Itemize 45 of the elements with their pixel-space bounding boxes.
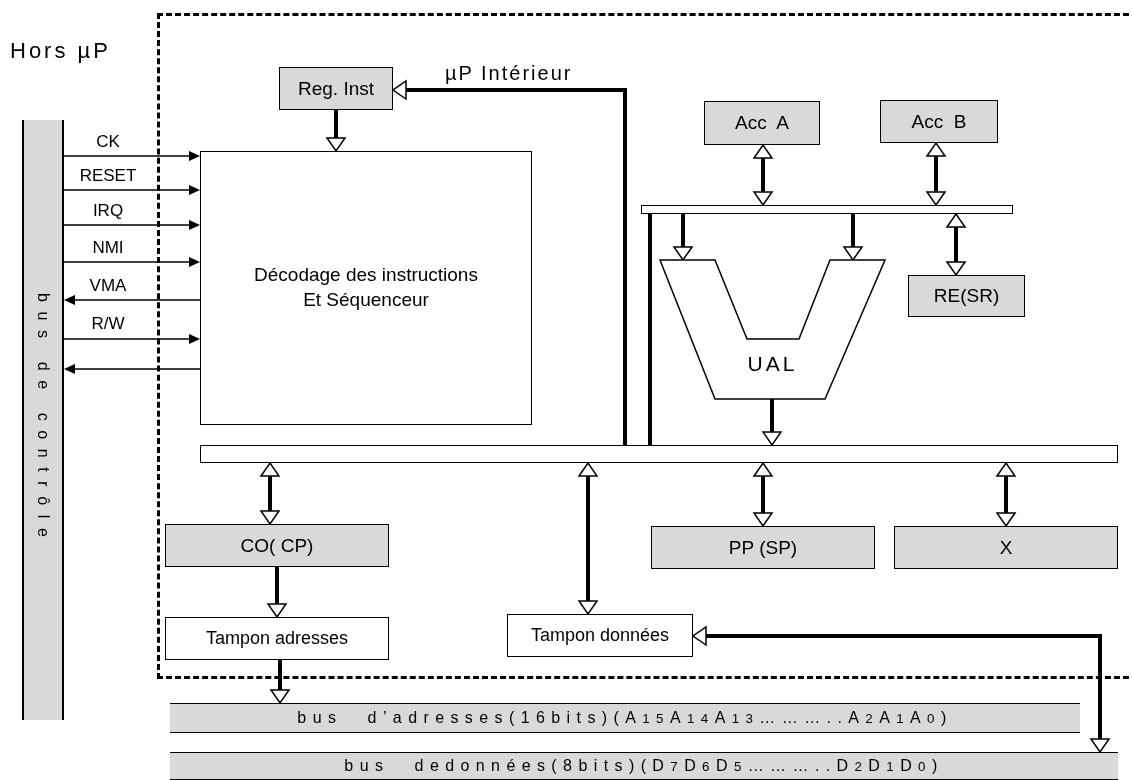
signal-arrow [63,257,200,267]
block-arrow [578,462,598,615]
signal-arrow [64,295,201,305]
block-arrow [326,110,346,152]
block-arrow [996,462,1016,527]
block-arrow [270,660,290,704]
internal-bus-bar [200,445,1118,463]
internal-bus-bar [641,205,1013,214]
register-box: X [894,526,1118,569]
signal-label: RESET [79,166,137,186]
block-arrow [392,80,627,445]
signal-label: VMA [89,276,127,296]
signal-arrow [63,151,200,161]
control-bus-bar: bus de contrôle [22,120,64,720]
register-box: RE(SR) [908,275,1025,317]
block-arrow [843,214,863,261]
block-arrow [267,567,287,618]
block-arrow [946,213,966,276]
register-box: Reg. Inst [279,67,393,110]
signal-arrow [64,364,201,374]
block-arrow [926,142,946,206]
register-box: Acc A [704,101,820,145]
block-arrow [260,462,280,525]
signal-label: NMI [92,238,124,258]
block-arrow [673,214,693,261]
block-arrow [692,626,1110,753]
signal-arrow [63,334,200,344]
register-box: Acc B [880,100,998,143]
block-arrow [753,462,773,527]
region-title: µP Intérieur [445,62,573,85]
decoder-box [200,151,532,425]
signal-arrow [63,220,200,230]
register-box: PP (SP) [651,526,875,569]
decoder-label: Décodage des instructions Et Séquenceur [253,263,479,312]
block-arrow [762,399,782,446]
block-arrow [753,144,773,206]
signal-label: CK [96,132,120,152]
buffer-box: Tampon données [507,614,693,657]
buffer-box: Tampon adresses [165,617,389,660]
signal-label: IRQ [92,201,124,221]
alu-label: UAL [746,352,799,376]
side-label: Hors µP [10,38,111,64]
register-box: CO( CP) [165,524,389,567]
signal-label: R/W [91,314,125,334]
signal-arrow [63,185,200,195]
